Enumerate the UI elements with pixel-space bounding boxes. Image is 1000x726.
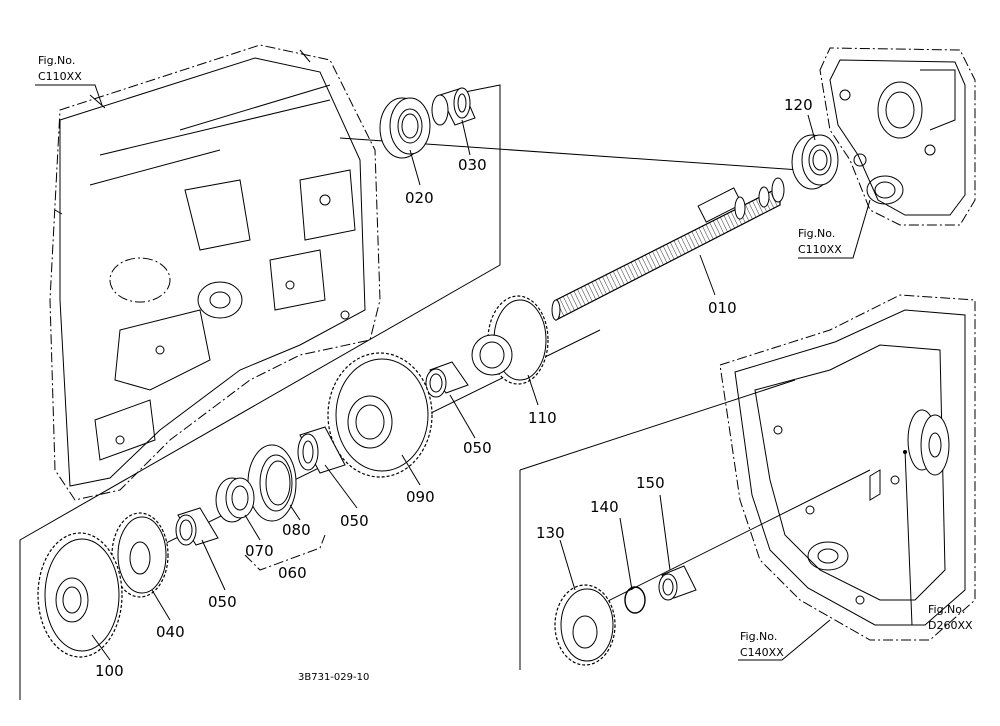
part-label-020: 020 — [405, 189, 434, 207]
gear-100 — [37, 532, 123, 658]
gear-090 — [327, 352, 433, 478]
drawing-code: 3B731-029-10 — [298, 672, 369, 683]
leader-lines — [35, 84, 925, 661]
ring-080 — [247, 444, 297, 522]
bush-150 — [658, 565, 697, 601]
section-frame — [19, 84, 796, 700]
part-label-110: 110 — [528, 409, 557, 427]
figure-ref-line1: Fig.No. — [38, 54, 75, 67]
part-label-040: 040 — [156, 623, 185, 641]
part-label-150: 150 — [636, 474, 665, 492]
part-label-050-lower: 050 — [208, 593, 237, 611]
figure-ref-line1: Fig.No. — [928, 603, 965, 616]
figure-ref-top-left: Fig.No. C110XX — [38, 54, 82, 83]
transmission-case-left — [49, 44, 381, 501]
figure-ref-code: C110XX — [798, 243, 842, 256]
sleeve-070 — [215, 477, 255, 523]
figure-ref-bottom-center: Fig.No. C140XX — [740, 630, 784, 659]
figure-ref-line1: Fig.No. — [798, 227, 835, 240]
bearing-120 — [791, 134, 839, 190]
figure-ref-code: C140XX — [740, 646, 784, 659]
part-label-100: 100 — [95, 662, 124, 680]
part-label-080: 080 — [282, 521, 311, 539]
snap-ring-140 — [624, 586, 646, 614]
gear-040 — [111, 512, 169, 598]
part-label-090: 090 — [406, 488, 435, 506]
figure-ref-code: C110XX — [38, 70, 82, 83]
part-label-070: 070 — [245, 542, 274, 560]
part-label-120: 120 — [784, 96, 813, 114]
bush-050-middle — [297, 426, 346, 474]
collar-030 — [431, 87, 476, 126]
part-label-060: 060 — [278, 564, 307, 582]
part-label-050-middle: 050 — [340, 512, 369, 530]
part-label-140: 140 — [590, 498, 619, 516]
part-label-050-upper: 050 — [463, 439, 492, 457]
figure-ref-code: D260XX — [928, 619, 973, 632]
part-label-130: 130 — [536, 524, 565, 542]
main-shaft-010 — [551, 177, 785, 321]
figure-ref-line1: Fig.No. — [740, 630, 777, 643]
figure-ref-top-right: Fig.No. C110XX — [798, 227, 842, 256]
bearing-020 — [379, 97, 431, 159]
gear-130 — [554, 584, 616, 666]
figure-ref-bottom-right: Fig.No. D260XX — [928, 603, 973, 632]
part-label-010: 010 — [708, 299, 737, 317]
gear-110 — [471, 295, 549, 385]
housing-top-right — [819, 47, 976, 226]
part-label-030: 030 — [458, 156, 487, 174]
transmission-case-right — [719, 294, 976, 641]
bush-050-upper — [425, 361, 469, 398]
bush-050-lower — [175, 507, 219, 546]
part-labels: 020 030 120 010 110 050 090 050 080 070 … — [95, 96, 813, 680]
